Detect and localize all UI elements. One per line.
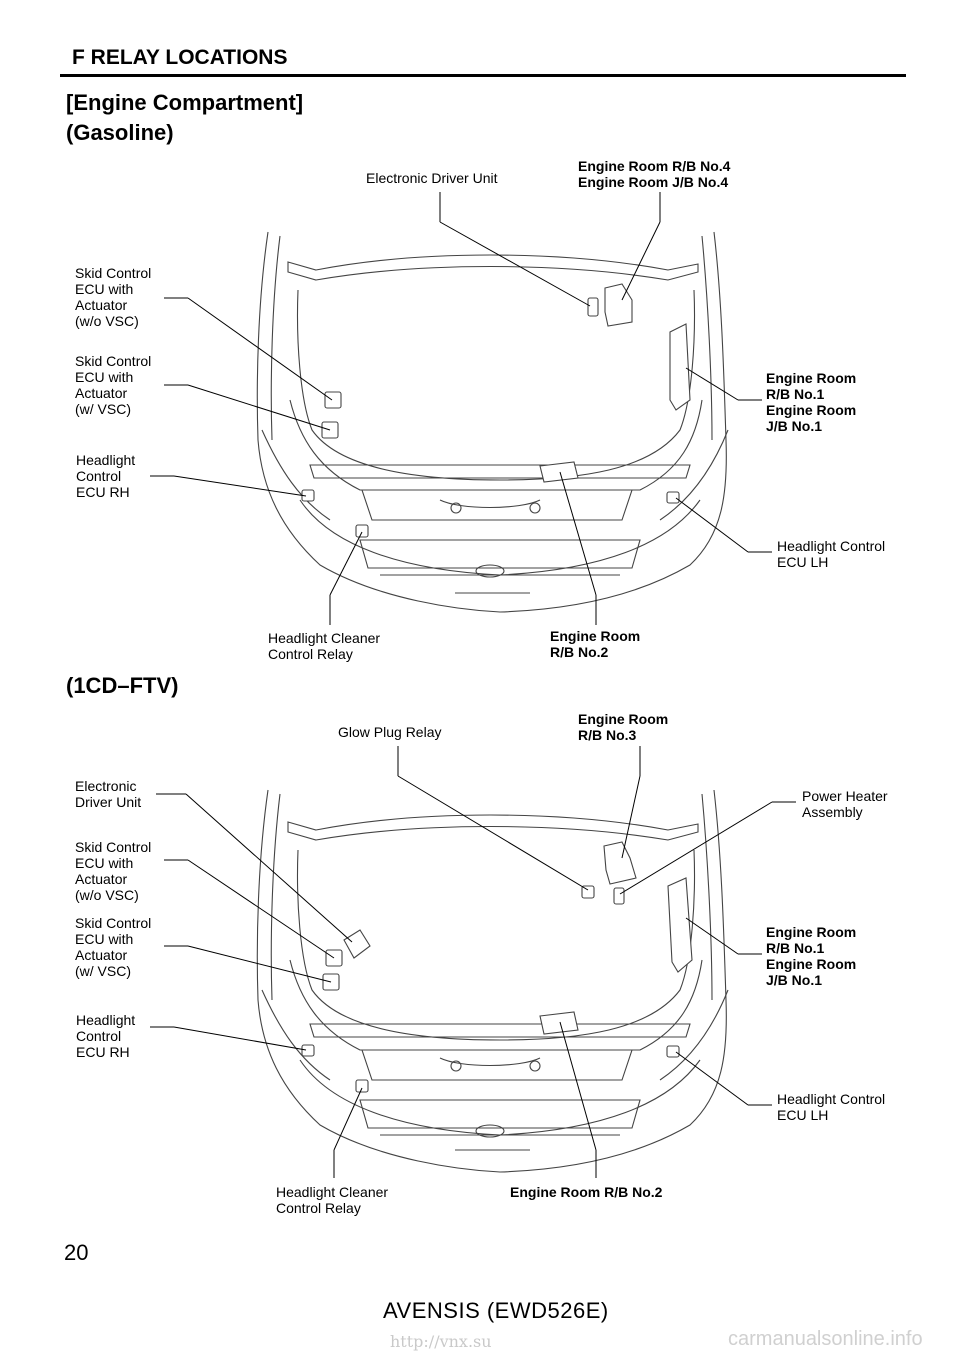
label-headlight-control-lh-diesel: Headlight Control ECU LH (777, 1091, 886, 1123)
label-engine-room-rb2-diesel: Engine Room R/B No.2 (510, 1184, 663, 1200)
label-engine-room-rb1-diesel: Engine Room R/B No.1 Engine Room J/B No.… (766, 924, 857, 988)
watermark-right: carmanualsonline.info (728, 1328, 923, 1350)
label-skid-control-w-vsc-diesel: Skid Control ECU with Actuator (w/ VSC) (75, 915, 152, 979)
label-electronic-driver-unit: Electronic Driver Unit (366, 170, 498, 186)
label-engine-room-rb3: Engine Room R/B No.3 (578, 711, 669, 743)
footer-model: AVENSIS (EWD526E) (383, 1298, 609, 1323)
gasoline-subtitle: (Gasoline) (66, 120, 174, 145)
label-engine-room-rb4: Engine Room R/B No.4 Engine Room J/B No.… (578, 158, 731, 190)
label-glow-plug-relay: Glow Plug Relay (338, 724, 442, 740)
gasoline-engine-diagram (150, 192, 772, 625)
header-divider (60, 74, 906, 77)
label-skid-control-wo-vsc-diesel: Skid Control ECU with Actuator (w/o VSC) (75, 839, 152, 903)
section-title: F RELAY LOCATIONS (72, 46, 288, 69)
label-headlight-control-lh: Headlight Control ECU LH (777, 538, 886, 570)
label-engine-room-rb2: Engine Room R/B No.2 (550, 628, 641, 660)
label-power-heater-assembly: Power Heater Assembly (802, 788, 888, 820)
diesel-subtitle: (1CD–FTV) (66, 673, 179, 698)
page-title: [Engine Compartment] (66, 90, 304, 115)
label-skid-control-wo-vsc: Skid Control ECU with Actuator (w/o VSC) (75, 265, 152, 329)
label-skid-control-w-vsc: Skid Control ECU with Actuator (w/ VSC) (75, 353, 152, 417)
watermark-left: http://vnx.su (390, 1332, 492, 1351)
label-headlight-control-rh-diesel: Headlight Control ECU RH (76, 1012, 136, 1060)
label-electronic-driver-unit-diesel: Electronic Driver Unit (75, 778, 142, 810)
label-headlight-cleaner-relay-diesel: Headlight Cleaner Control Relay (276, 1184, 389, 1216)
page-number: 20 (64, 1240, 89, 1265)
label-headlight-control-rh: Headlight Control ECU RH (76, 452, 136, 500)
diesel-engine-diagram (150, 746, 796, 1178)
label-engine-room-rb1: Engine Room R/B No.1 Engine Room J/B No.… (766, 370, 857, 434)
label-headlight-cleaner-relay: Headlight Cleaner Control Relay (268, 630, 381, 662)
